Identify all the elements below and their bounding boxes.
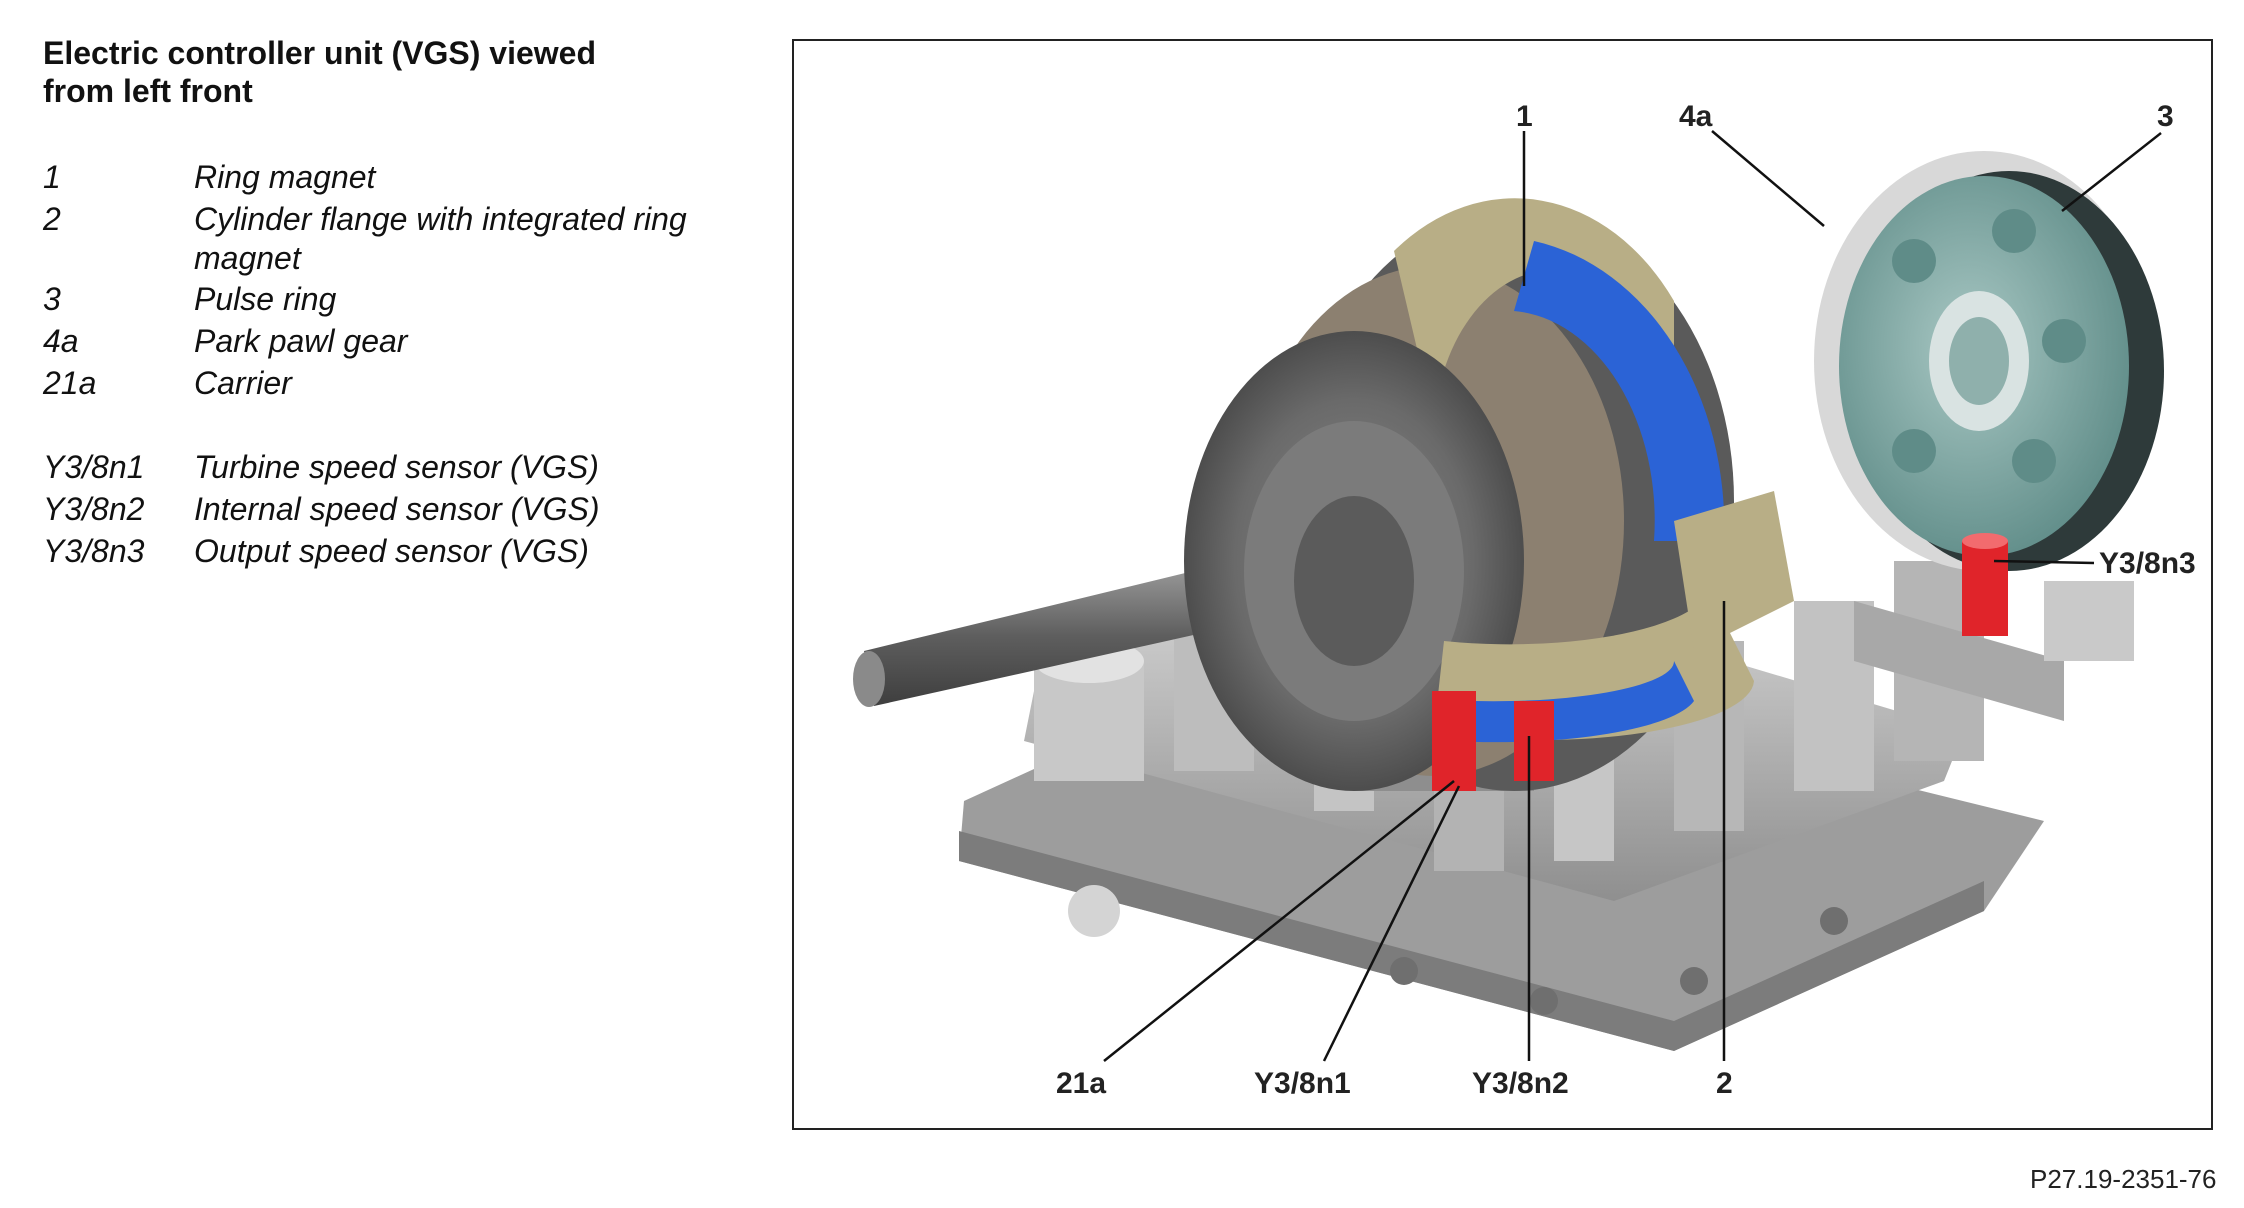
legend-item: 3 Pulse ring — [43, 278, 694, 320]
callout-4a: 4a — [1679, 100, 1713, 133]
page-title: Electric controller unit (VGS) viewed fr… — [43, 34, 596, 110]
legend-desc: Pulse ring — [194, 281, 337, 317]
legend-key: Y3/8n2 — [43, 491, 145, 527]
leader-lines — [1103, 130, 2162, 1062]
legend-key: 2 — [43, 201, 61, 237]
clutch-drum — [1184, 198, 1794, 791]
legend-desc: Cylinder flange with integrated ring mag… — [194, 201, 687, 276]
callout-y3-8n2: Y3/8n2 — [1472, 1067, 1569, 1100]
legend-item: Y3/8n1 Turbine speed sensor (VGS) — [43, 446, 694, 488]
figure-frame: 1 4a 3 Y3/8n3 21a Y3/8n1 Y3/8n2 2 — [792, 39, 2213, 1130]
legend-key: 1 — [43, 159, 61, 195]
legend-sensors: Y3/8n1 Turbine speed sensor (VGS) Y3/8n2… — [43, 446, 694, 572]
legend-desc: Carrier — [194, 365, 292, 401]
legend-item: 2 Cylinder flange with integrated ring m… — [43, 198, 694, 278]
pulse-ring — [1814, 151, 2164, 571]
figure-code: P27.19-2351-76 — [2030, 1164, 2217, 1194]
legend-key: 4a — [43, 323, 79, 359]
legend-components: 1 Ring magnet 2 Cylinder flange with int… — [43, 156, 694, 404]
transmission-illustration: 1 4a 3 Y3/8n3 21a Y3/8n1 Y3/8n2 2 — [853, 100, 2196, 1100]
legend-desc: Ring magnet — [194, 159, 376, 195]
legend-key: Y3/8n3 — [43, 533, 145, 569]
callout-2: 2 — [1716, 1067, 1733, 1100]
callout-3: 3 — [2157, 100, 2174, 133]
legend-item: 1 Ring magnet — [43, 156, 694, 198]
callout-y3-8n3: Y3/8n3 — [2099, 547, 2196, 580]
legend-desc: Output speed sensor (VGS) — [194, 533, 589, 569]
legend-item: 21a Carrier — [43, 362, 694, 404]
title-line-2: from left front — [43, 73, 253, 109]
legend-key: Y3/8n1 — [43, 449, 145, 485]
legend-item: 4a Park pawl gear — [43, 320, 694, 362]
callout-y3-8n1: Y3/8n1 — [1254, 1067, 1351, 1100]
callout-21a: 21a — [1056, 1067, 1106, 1100]
speed-sensors — [1432, 533, 2008, 791]
legend-item: Y3/8n2 Internal speed sensor (VGS) — [43, 488, 694, 530]
legend-desc: Turbine speed sensor (VGS) — [194, 449, 599, 485]
legend-desc: Park pawl gear — [194, 323, 408, 359]
legend-desc: Internal speed sensor (VGS) — [194, 491, 600, 527]
title-line-1: Electric controller unit (VGS) viewed — [43, 35, 597, 71]
legend-item: Y3/8n3 Output speed sensor (VGS) — [43, 530, 694, 572]
legend-key: 3 — [43, 281, 61, 317]
callout-1: 1 — [1516, 100, 1533, 133]
legend-key: 21a — [43, 365, 97, 401]
